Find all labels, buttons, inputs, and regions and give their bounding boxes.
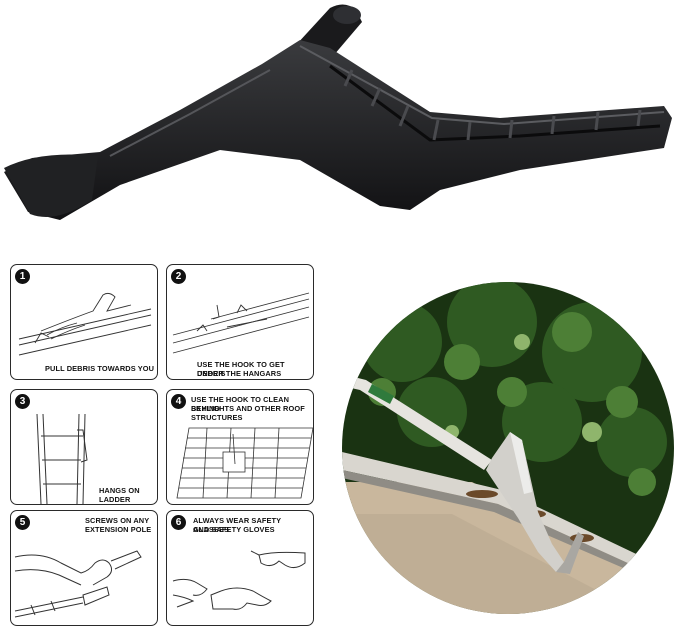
step-panel-6: 6 ALWAYS WEAR SAFETY GLASSES AND SAFETY … (166, 510, 314, 626)
step-caption-3b: LADDER RUNGS (99, 495, 131, 504)
step-caption-5a: SCREWS ON ANY (85, 516, 150, 525)
step-caption-6a: ALWAYS WEAR SAFETY GLASSES (193, 516, 282, 534)
ladder-illustration (36, 413, 88, 504)
step-caption-6b: AND SAFETY GLOVES (193, 525, 275, 534)
gutter-cleaning-photo (342, 282, 674, 614)
safety-glasses-gloves-illustration (172, 550, 306, 610)
step-caption-2b: UNDER THE HANGARS (197, 369, 282, 378)
step-caption-1: PULL DEBRIS TOWARDS YOU (45, 364, 155, 373)
step-panel-5: 5 SCREWS ON ANY EXTENSION POLE (10, 510, 158, 626)
step-caption-5b: EXTENSION POLE (85, 525, 152, 534)
hook-hanger-illustration (172, 292, 310, 354)
step-number-1: 1 (15, 269, 30, 284)
gutter-photo-scene (342, 282, 674, 614)
step-caption-3a: HANGS ON (99, 486, 140, 495)
step-number-5: 5 (15, 515, 30, 530)
step-caption-4c: STRUCTURES (191, 413, 243, 422)
step-caption-2a: USE THE HOOK TO GET DEBRIS (197, 360, 285, 378)
step-number-2: 2 (171, 269, 186, 284)
step-panel-4: 4 USE THE HOOK TO CLEAN BEHIND SKYLIGHTS… (166, 389, 314, 505)
step-panel-2: 2 USE THE HOOK TO GET DEBRIS UNDER THE H… (166, 264, 314, 380)
step-panel-3: 3 HANGS ON LADDER RUNGS (10, 389, 158, 505)
step-number-4: 4 (171, 394, 186, 409)
skylight-roof-illustration (176, 427, 313, 499)
gutter-scoop-tool-image (4, 4, 672, 220)
step-number-6: 6 (171, 515, 186, 530)
step-number-3: 3 (15, 394, 30, 409)
pull-debris-illustration (18, 292, 152, 356)
extension-pole-illustration (14, 550, 142, 618)
step-panel-1: 1 PULL DEBRIS TOWARDS YOU (10, 264, 158, 380)
step-caption-4a: USE THE HOOK TO CLEAN BEHIND (191, 395, 290, 413)
step-caption-4b: SKYLIGHTS AND OTHER ROOF (191, 404, 305, 413)
